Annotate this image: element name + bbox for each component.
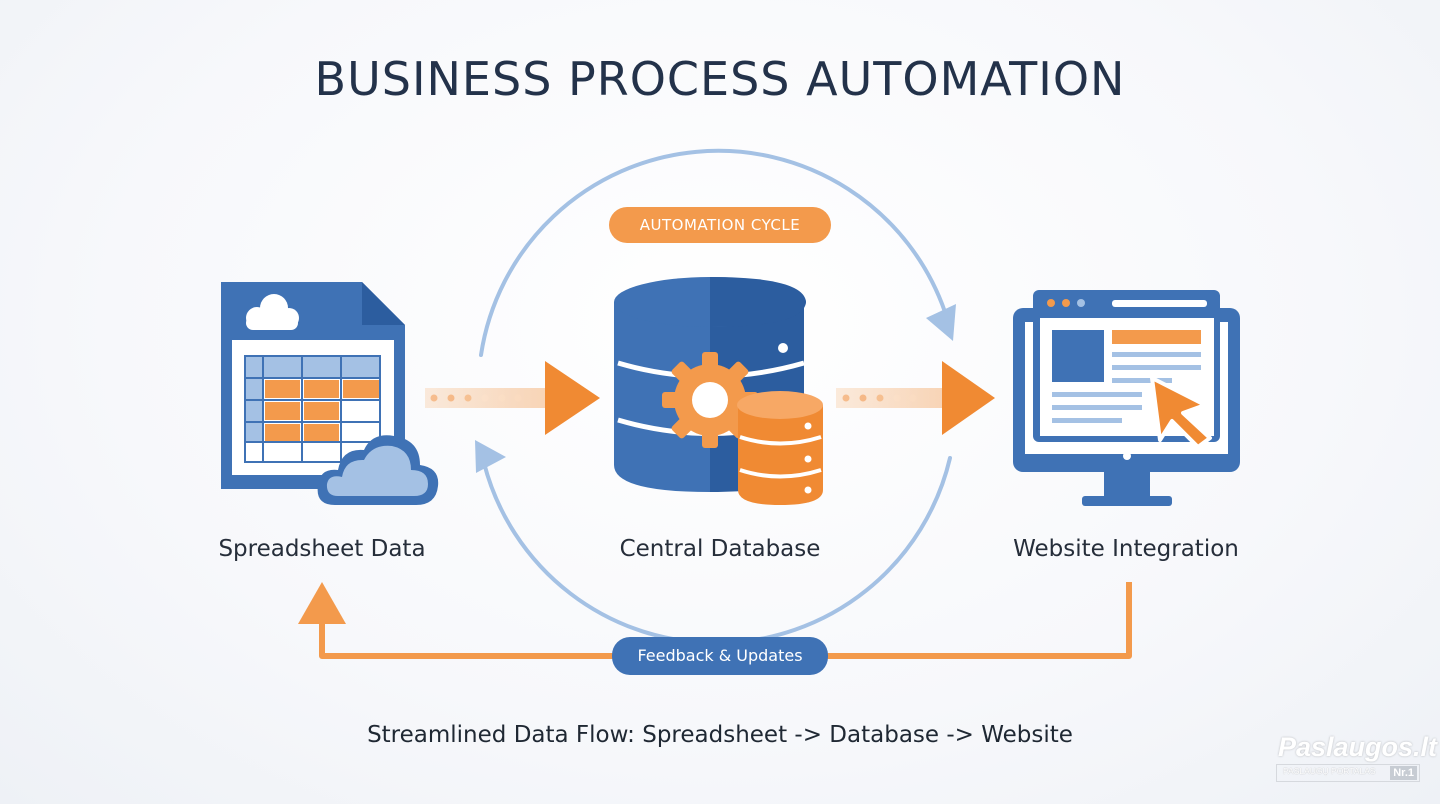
spreadsheet-label: Spreadsheet Data <box>218 536 426 562</box>
feedback-badge: Feedback & Updates <box>612 637 828 675</box>
gear-icon <box>662 352 758 448</box>
database-gear-icon <box>614 277 823 505</box>
flow-arrow-2 <box>836 361 995 435</box>
spreadsheet-cloud-icon <box>221 282 439 505</box>
watermark-sub: PASLAUGŲ PORTALAS <box>1283 766 1376 776</box>
feedback-arrowhead <box>298 582 346 624</box>
watermark-name: Paslaugos.lt <box>1278 732 1438 762</box>
automation-cycle-badge: AUTOMATION CYCLE <box>609 207 831 243</box>
small-database-icon <box>737 391 823 505</box>
website-label: Website Integration <box>1013 536 1239 562</box>
watermark-badge: Nr.1 <box>1390 766 1417 780</box>
watermark-logo: Paslaugos.lt PASLAUGŲ PORTALAS Nr.1 <box>1274 732 1437 782</box>
cycle-arrowhead-left <box>475 440 506 473</box>
flow-arrow-1 <box>425 361 600 435</box>
monitor-website-icon <box>1013 290 1240 506</box>
footer-caption: Streamlined Data Flow: Spreadsheet -> Da… <box>367 722 1073 748</box>
database-label: Central Database <box>619 536 821 562</box>
cloud-icon-bottom <box>317 435 439 505</box>
cycle-arc-top <box>479 148 947 357</box>
watermark-bar: PASLAUGŲ PORTALAS Nr.1 <box>1276 764 1420 782</box>
cloud-icon-top <box>246 294 299 330</box>
cycle-arrowhead-right <box>926 304 956 341</box>
cursor-icon <box>1150 376 1212 449</box>
page-title: BUSINESS PROCESS AUTOMATION <box>314 52 1126 106</box>
